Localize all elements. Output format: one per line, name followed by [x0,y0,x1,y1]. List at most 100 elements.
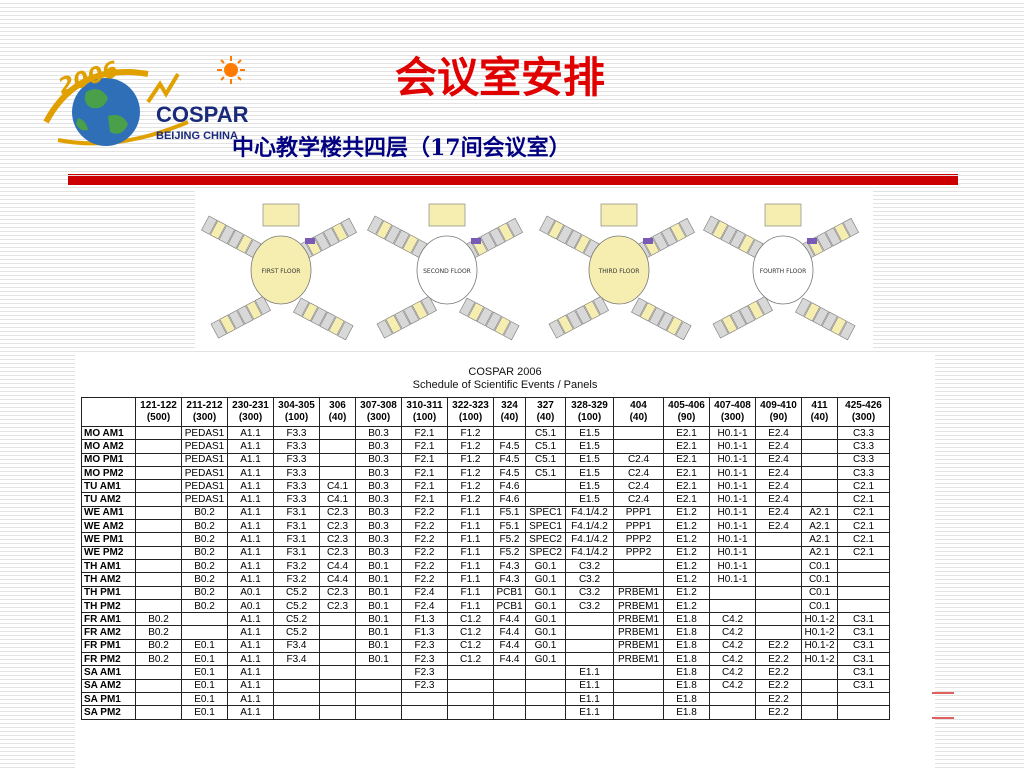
session-cell: F3.3 [273,439,320,454]
session-cell: F2.2 [401,558,448,574]
session-cell: E1.8 [663,612,710,627]
session-cell: F2.2 [401,519,448,534]
room-number: 322-323 [452,400,489,411]
session-cell: PPP2 [613,532,664,547]
room-capacity: (300) [366,412,391,423]
session-cell: C5.1 [525,465,566,481]
session-cell: B0.1 [355,638,402,654]
session-cell [801,691,838,707]
session-cell: C2.1 [837,505,890,521]
session-cell [709,585,756,600]
session-cell: E1.2 [663,598,710,614]
session-cell: B0.1 [355,585,402,600]
session-label: WE AM2 [81,519,136,534]
session-cell [135,519,182,534]
session-cell: G0.1 [525,625,566,640]
session-cell [755,532,802,547]
session-label: SA AM1 [81,665,136,680]
session-cell: PEDAS1 [181,425,228,441]
session-cell: E2.1 [663,425,710,441]
session-cell: G0.1 [525,585,566,600]
room-header: 411(40) [801,397,838,427]
session-cell: A1.1 [227,572,274,587]
session-cell: F4.5 [493,452,526,467]
room-header: 322-323(100) [447,397,494,427]
session-cell [273,678,320,693]
session-cell: A1.1 [227,452,274,467]
session-cell: H0.1-1 [709,532,756,547]
session-cell [181,612,228,627]
floor-label: THIRD FLOOR [598,268,640,275]
session-cell: E2.4 [755,492,802,507]
session-cell: H0.1-1 [709,545,756,560]
room-capacity: (300) [238,412,263,423]
room-header: 230-231(300) [227,397,274,427]
session-cell: C5.2 [273,598,320,614]
session-cell [613,425,664,441]
session-cell: E2.2 [755,652,802,667]
session-cell [355,665,402,680]
session-cell: E2.1 [663,465,710,481]
session-cell [355,705,402,720]
session-cell: C2.3 [319,585,356,600]
room-number: 425-426 [845,400,882,411]
session-cell: E0.1 [181,691,228,707]
session-cell: E1.1 [565,678,614,693]
session-cell: H0.1-1 [709,519,756,534]
session-label: TU AM2 [81,492,136,507]
session-cell: B0.2 [135,652,182,667]
session-cell: F3.4 [273,652,320,667]
session-cell [493,691,526,707]
session-cell: B0.3 [355,452,402,467]
session-cell: C4.4 [319,572,356,587]
session-cell: C3.1 [837,678,890,693]
room-capacity: (40) [629,412,648,423]
session-cell [613,665,664,680]
session-cell [709,691,756,707]
session-label: FR PM1 [81,638,136,654]
session-cell: B0.1 [355,598,402,614]
logo-subtitle: BEIJING CHINA [156,130,238,142]
session-cell: F2.1 [401,465,448,481]
session-cell: B0.2 [181,598,228,614]
session-cell [135,439,182,454]
session-cell: B0.3 [355,519,402,534]
session-cell: G0.1 [525,598,566,614]
session-cell: G0.1 [525,652,566,667]
session-cell [565,612,614,627]
session-cell: A1.1 [227,665,274,680]
session-cell [801,479,838,494]
session-cell: F5.2 [493,532,526,547]
session-cell: E1.8 [663,652,710,667]
session-cell [709,598,756,614]
session-cell: C4.2 [709,652,756,667]
session-cell [613,691,664,707]
session-cell [613,678,664,693]
session-cell [613,705,664,720]
session-cell: F1.3 [401,612,448,627]
session-cell: F4.3 [493,558,526,574]
session-cell: F1.1 [447,532,494,547]
session-label: TH AM1 [81,558,136,574]
session-cell: A1.1 [227,492,274,507]
session-cell: E2.4 [755,479,802,494]
session-cell: H0.1-1 [709,452,756,467]
session-cell: E1.5 [565,425,614,441]
session-cell: E1.2 [663,519,710,534]
session-cell: B0.2 [181,532,228,547]
session-cell: F2.3 [401,652,448,667]
session-cell: F5.1 [493,505,526,521]
session-cell [801,439,838,454]
session-cell: H0.1-1 [709,439,756,454]
room-capacity: (40) [328,412,347,423]
session-cell: E1.1 [565,691,614,707]
session-cell: C1.2 [447,652,494,667]
session-cell [319,678,356,693]
room-capacity: (500) [146,412,171,423]
session-cell: E0.1 [181,652,228,667]
session-cell [755,585,802,600]
session-cell: F1.1 [447,598,494,614]
session-cell: C3.2 [565,558,614,574]
